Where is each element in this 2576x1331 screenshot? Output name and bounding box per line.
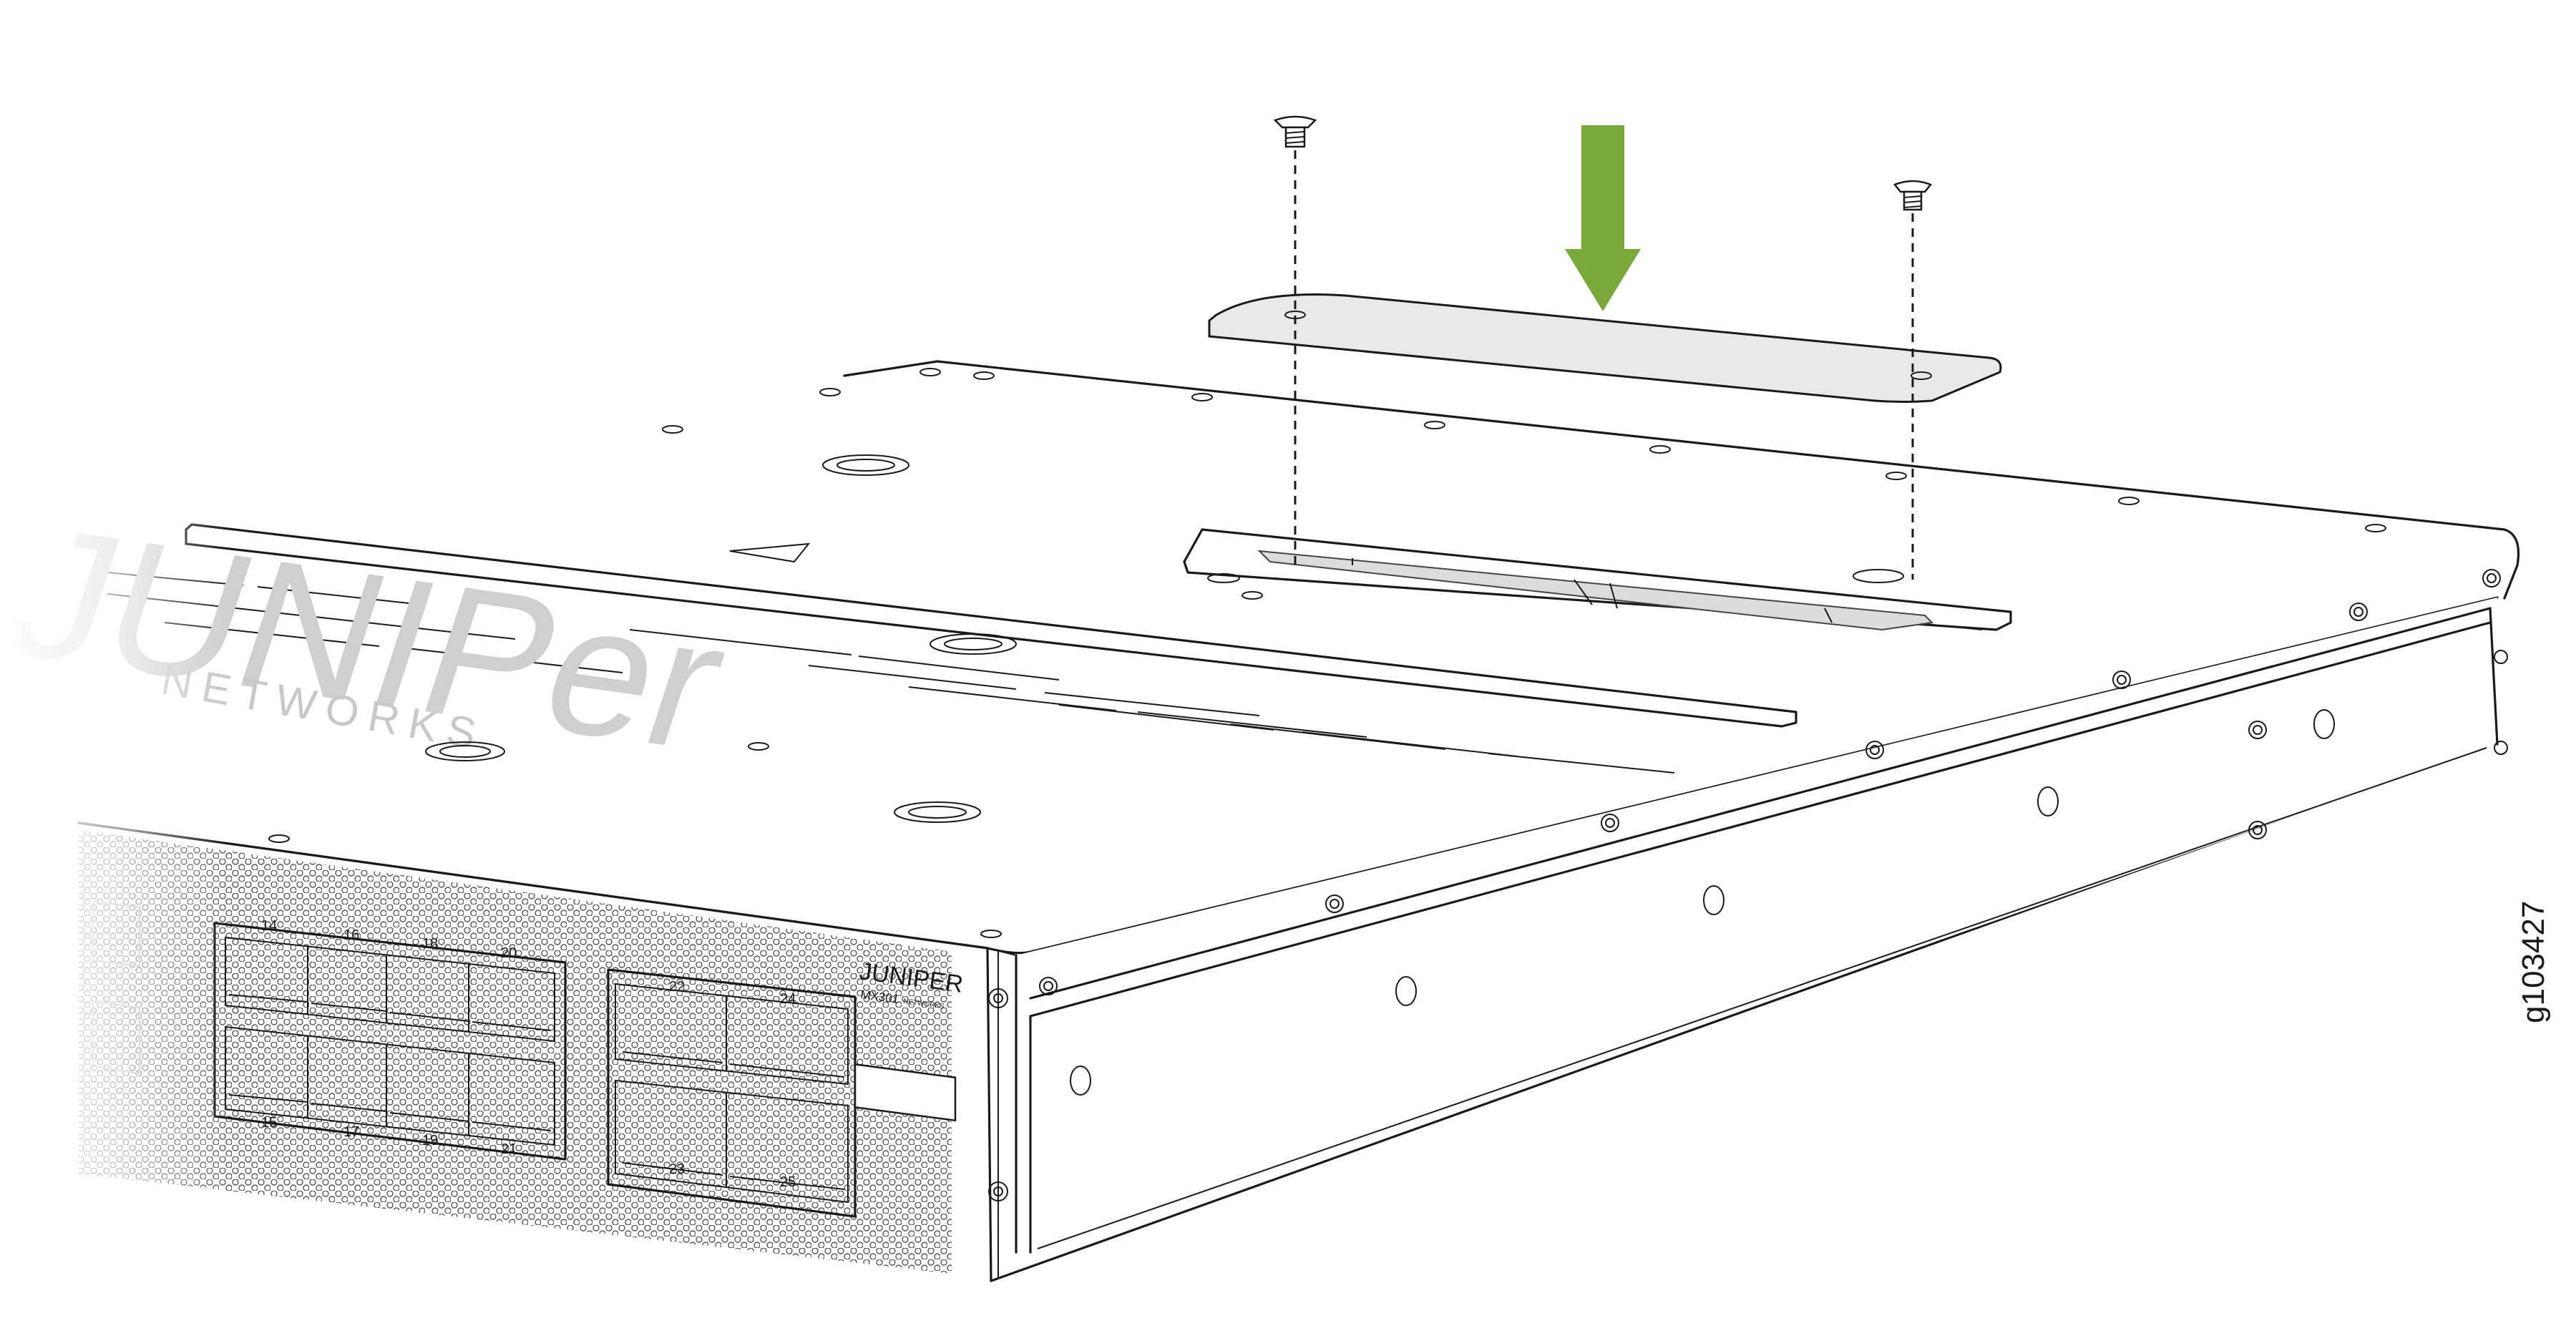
figure-id: g103427 [2516,901,2551,1023]
chassis-top-surface [79,361,2519,955]
side-panel [1016,598,2497,1259]
port-label: 16 [343,927,359,943]
screw-icon [1893,180,1933,211]
port-label: 22 [669,979,685,995]
port-label: 21 [501,1141,517,1157]
side-screws [988,569,2508,1201]
port-labels-b: 22 24 23 25 [669,979,796,1190]
cover-plate [1208,293,2002,403]
left-fade [0,322,229,1252]
port-label: 25 [780,1174,796,1190]
port-label: 23 [669,1161,685,1177]
front-perforation [79,830,952,1274]
screw-right [1893,180,1933,580]
chassis: JUNIPer NETWORKS [0,322,2520,1282]
port-label: 24 [780,991,796,1007]
port-label: 15 [261,1115,277,1131]
port-label: 18 [422,936,438,952]
port-label: 20 [501,945,517,961]
green-down-arrow-icon [1565,125,1641,311]
slot-opening [1183,528,2012,631]
screw-left [1273,115,1317,565]
screw-icon [1273,115,1317,148]
port-cage-group-b [607,968,857,1218]
port-label: 14 [261,918,277,934]
port-cage-group-a [213,922,567,1161]
top-holes [268,368,2386,938]
port-label: 19 [422,1133,438,1149]
port-label: 17 [343,1124,359,1140]
port-labels-a: 14 16 18 20 15 17 19 21 [261,918,517,1157]
